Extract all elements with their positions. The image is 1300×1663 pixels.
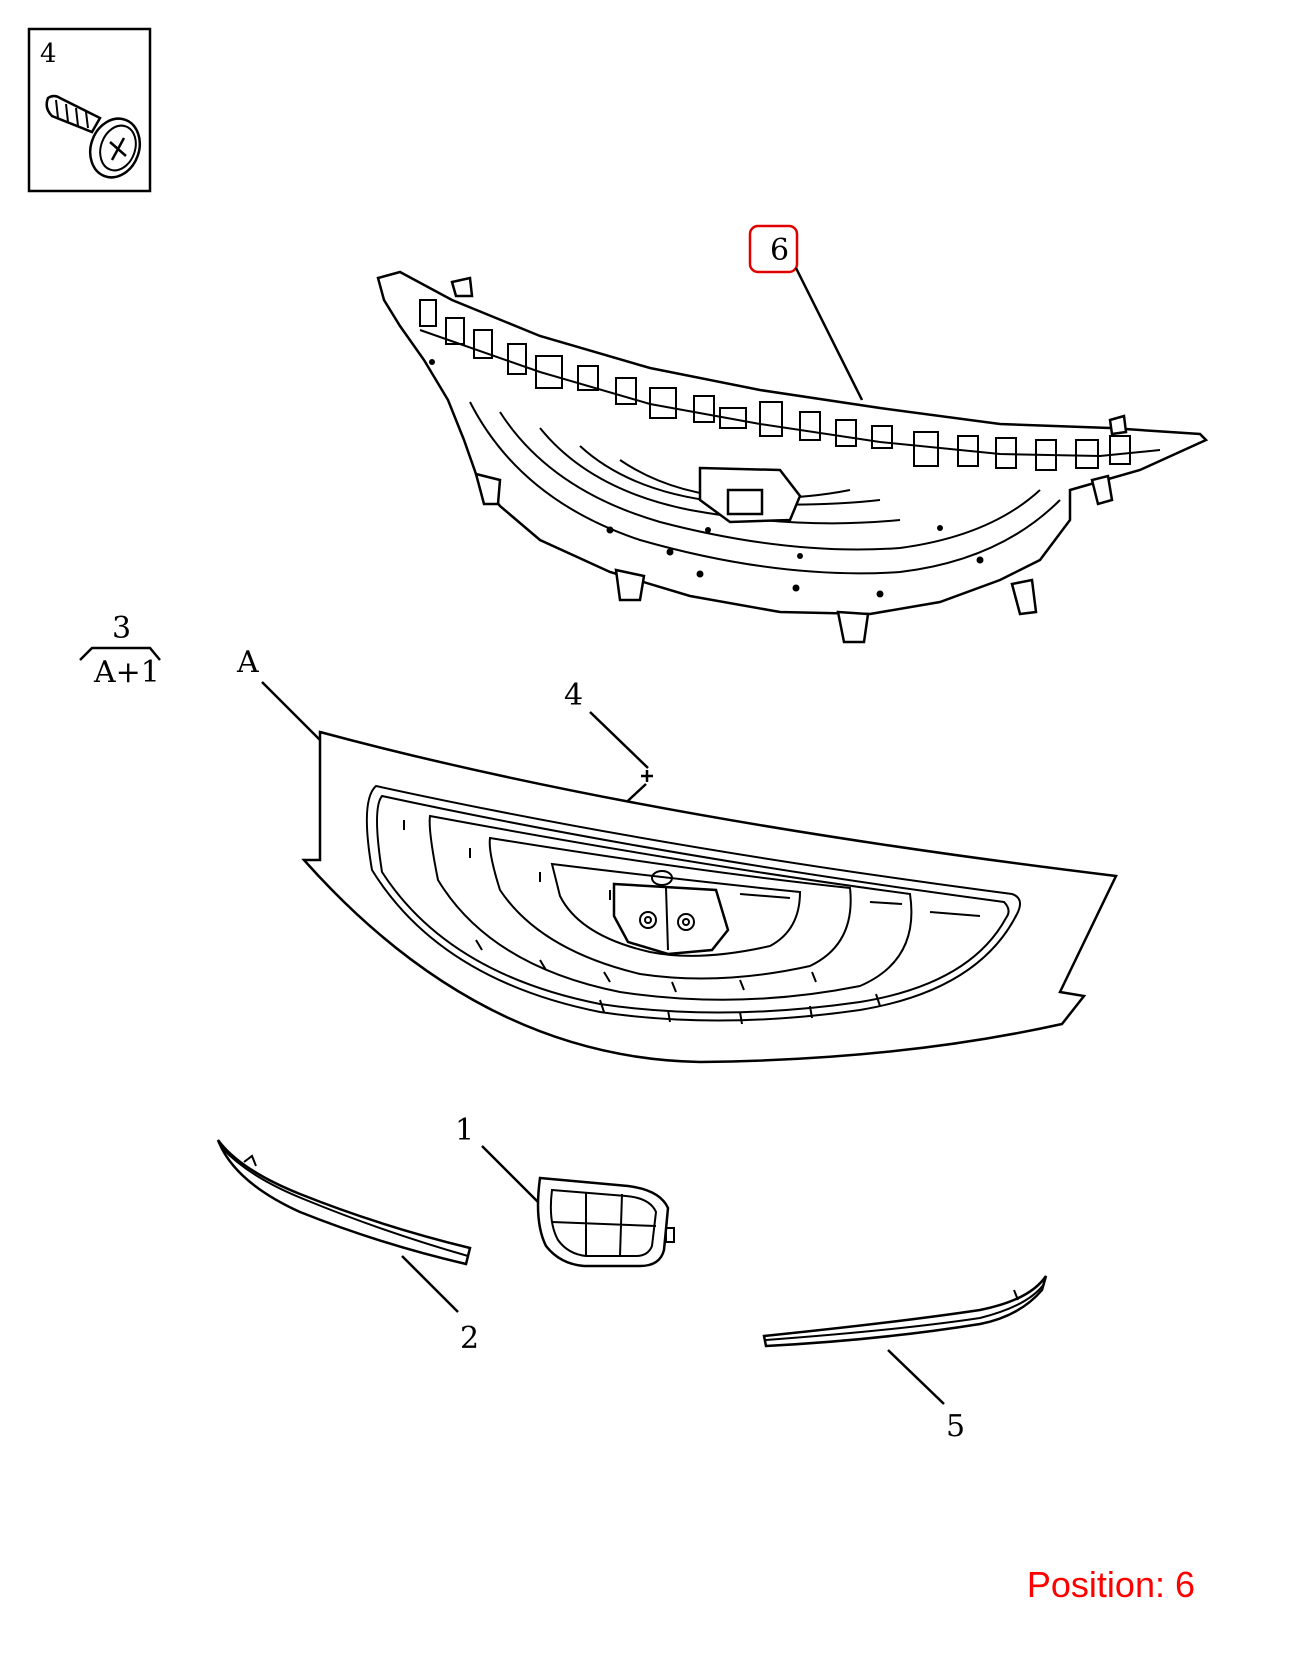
leader-5 — [887, 1349, 945, 1405]
leader-6 — [794, 267, 864, 401]
leader-1 — [481, 1145, 539, 1203]
grille-bracket-part-6[interactable] — [376, 270, 1209, 644]
position-indicator: Position: 6 — [1026, 1564, 1195, 1605]
emblem-part-1[interactable] — [536, 1176, 675, 1268]
screw-inset-frame — [27, 27, 152, 193]
leader-2 — [401, 1255, 459, 1313]
callout-1[interactable]: 1 — [455, 1113, 474, 1148]
callout-3-bracket — [79, 646, 161, 661]
highlight-box-6 — [748, 224, 799, 274]
callout-2[interactable]: 2 — [460, 1321, 479, 1356]
trim-strip-left-part-2[interactable] — [216, 1139, 472, 1266]
screw-inset[interactable]: 4 — [27, 27, 152, 193]
callout-4[interactable]: 4 — [564, 678, 583, 713]
leader-A — [261, 681, 321, 741]
callout-5[interactable]: 5 — [946, 1409, 965, 1444]
screw-icon — [45, 94, 142, 179]
grille-assembly-A[interactable] — [301, 730, 1118, 1064]
callout-6[interactable]: 6 — [770, 233, 789, 268]
callout-3[interactable]: 3 — [112, 611, 131, 646]
trim-strip-right-part-5[interactable] — [762, 1275, 1048, 1348]
screw-inset-label: 4 — [40, 39, 57, 69]
screw-position-mark — [641, 770, 653, 782]
callout-A[interactable]: A — [236, 645, 259, 680]
callout-3-qualifier: A+1 — [93, 655, 160, 690]
leader-4-upper — [589, 711, 649, 769]
